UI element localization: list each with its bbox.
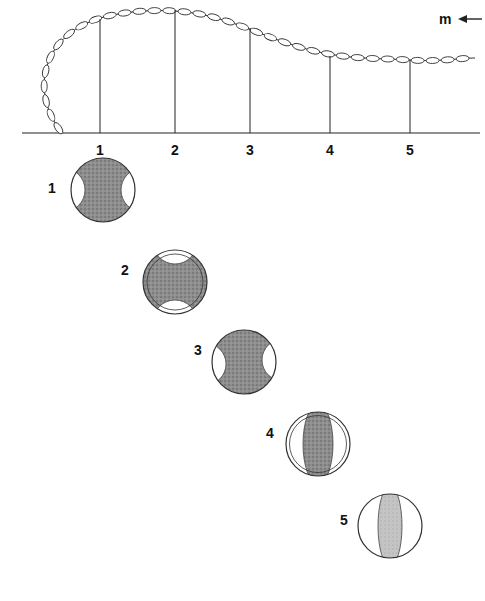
ball — [306, 46, 320, 55]
section-1 — [41, 157, 165, 223]
ball — [103, 11, 117, 20]
section-number: 5 — [406, 143, 414, 157]
ball — [277, 37, 291, 47]
ball — [75, 20, 89, 31]
ball — [441, 56, 454, 63]
motion-arrow — [458, 15, 482, 23]
section-number: 3 — [246, 143, 254, 157]
section-number: 2 — [171, 143, 179, 157]
ball — [52, 37, 65, 51]
ball — [336, 52, 350, 60]
ball — [148, 7, 161, 13]
section-5 — [358, 486, 422, 566]
ball-series — [41, 7, 469, 135]
ball — [249, 27, 263, 37]
ball — [221, 17, 235, 27]
ball — [45, 50, 56, 64]
ball — [396, 56, 409, 63]
ball — [41, 64, 50, 78]
section-4 — [286, 404, 350, 484]
ball — [321, 50, 335, 58]
section-lines — [100, 10, 410, 133]
motion-label: m — [439, 12, 451, 26]
ball — [235, 21, 249, 31]
ball — [46, 108, 57, 122]
ball — [62, 28, 76, 41]
callout-number: 4 — [266, 426, 274, 440]
section-number: 1 — [96, 143, 104, 157]
ball — [456, 55, 469, 62]
ball — [41, 80, 47, 93]
trajectory — [44, 11, 475, 133]
ball — [118, 9, 132, 17]
ball — [52, 121, 64, 135]
ball — [207, 13, 221, 22]
ball — [163, 7, 176, 14]
ball — [366, 55, 379, 62]
ball — [426, 57, 439, 63]
ball — [192, 10, 206, 18]
callout-number: 1 — [48, 181, 56, 195]
section-3 — [184, 329, 304, 395]
callout-number: 5 — [340, 513, 348, 527]
ball — [351, 54, 364, 61]
section-number: 4 — [326, 143, 334, 157]
ball — [292, 42, 306, 51]
ball — [381, 56, 394, 62]
callout-number: 2 — [121, 263, 129, 277]
ball — [133, 8, 146, 15]
callout-number: 3 — [194, 343, 202, 357]
ball — [42, 94, 51, 108]
baseline — [22, 132, 480, 133]
ball — [411, 57, 424, 63]
ball — [178, 8, 192, 15]
ball — [263, 32, 277, 42]
section-2 — [142, 220, 208, 344]
